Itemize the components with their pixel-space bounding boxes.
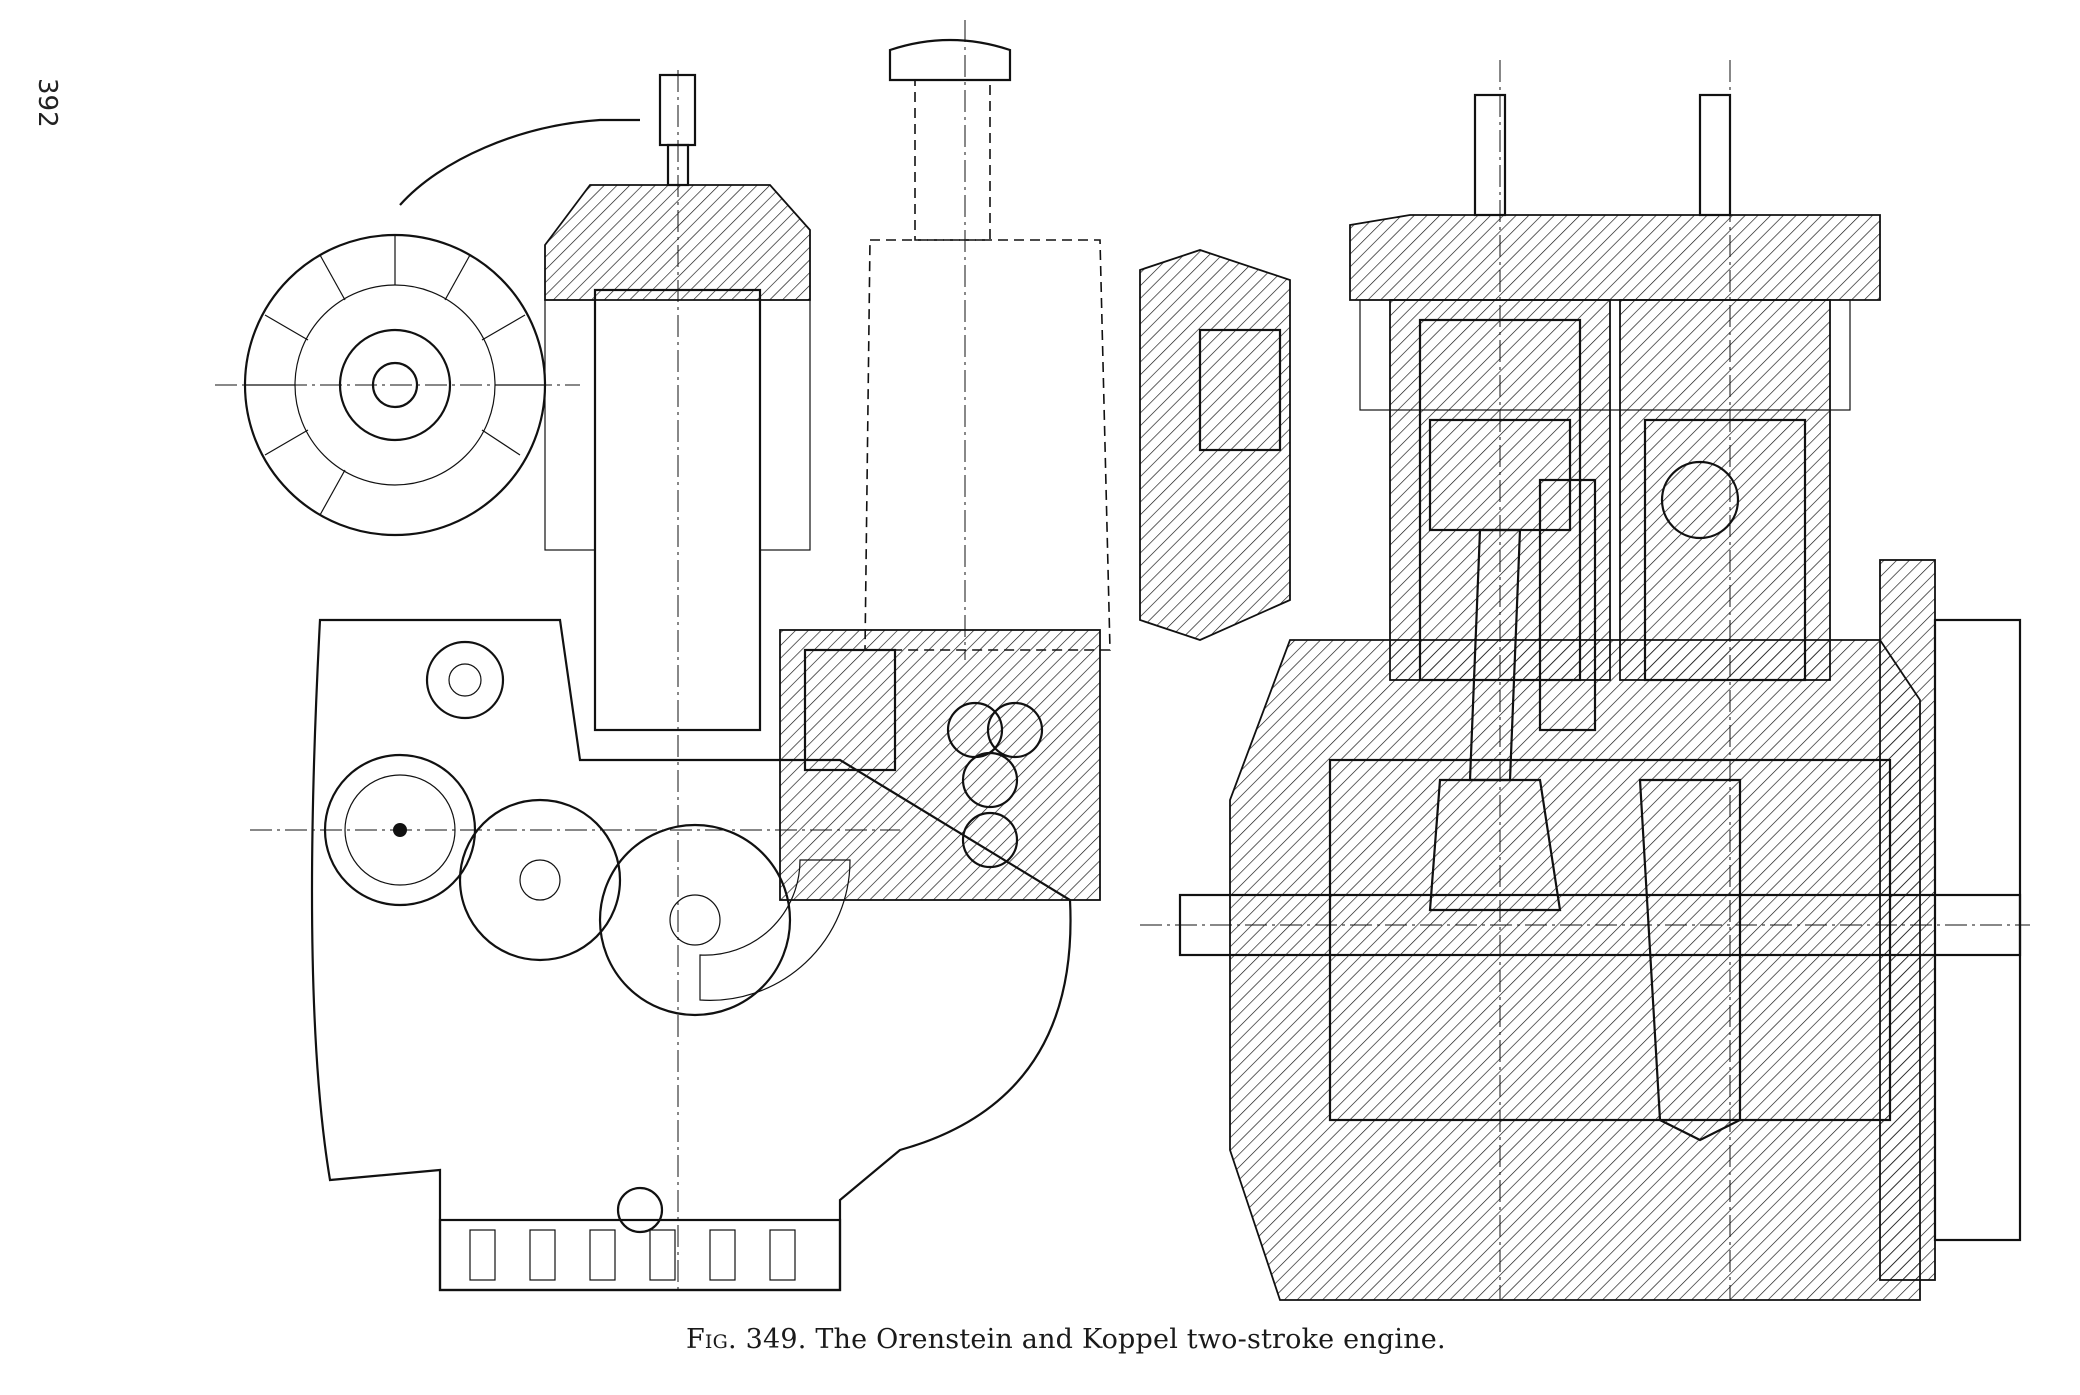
figure-number: 349. (745, 1324, 807, 1355)
cylinder-right (1619, 299, 1831, 681)
figure-caption: Fig. 349. The Orenstein and Koppel two-s… (686, 1324, 1446, 1355)
flywheel (1879, 559, 1936, 1281)
right-view-longitudinal-section (1139, 60, 2030, 1301)
magneto (425, 640, 505, 720)
engine-drawing (215, 20, 2030, 1301)
gear-3 (598, 823, 792, 1017)
figure-label: Fig. (686, 1324, 737, 1355)
left-view-side-elevation (215, 20, 1111, 1292)
figure-caption-text: The Orenstein and Koppel two-stroke engi… (815, 1324, 1446, 1355)
gear-2 (458, 798, 622, 962)
cooling-fan-section (1139, 249, 1291, 641)
gear-1 (323, 753, 477, 907)
air-filter-outline (864, 239, 1111, 651)
blower-casing (779, 629, 1101, 901)
